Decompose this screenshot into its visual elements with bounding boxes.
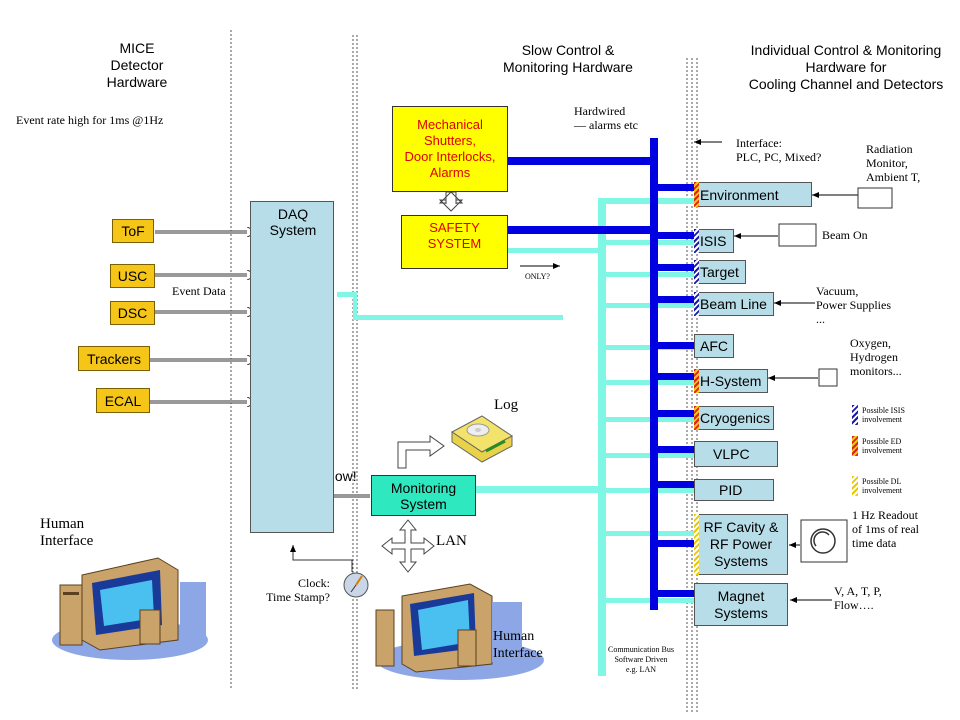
vatp-note: V, A, T, P, Flow….	[834, 584, 882, 612]
cyan-bus-horizontal	[357, 315, 563, 320]
subsystem-h-system-box: H-System	[694, 369, 768, 393]
subsystem-target-box: Target	[694, 260, 746, 284]
ed-hatch-h-system	[694, 369, 699, 393]
vacuum-note: Vacuum, Power Supplies ...	[816, 284, 891, 326]
lan-label: LAN	[436, 533, 467, 549]
radiation-note: Radiation Monitor, Ambient T,	[866, 142, 921, 184]
human-interface-left-label: Human Interface	[40, 516, 94, 549]
subsystem-magnet-box: Magnet Systems	[694, 583, 788, 626]
cyan-bus-monitoring-link	[476, 486, 598, 493]
subsystem-rf-cavity-box: RF Cavity & RF Power Systems	[694, 514, 788, 575]
detector-trackers-box: Trackers	[78, 346, 150, 371]
cyan-bus-vert-stub	[353, 292, 357, 320]
daq-system-box: DAQ System	[250, 201, 334, 533]
isis-hatch-isis	[694, 229, 699, 253]
legend-ed-label: Possible ED involvement	[862, 437, 902, 455]
log-label: Log	[494, 397, 519, 413]
cyan-bus-safety-link	[508, 248, 598, 253]
cyan-bus-vertical	[598, 198, 606, 676]
interface-note: Interface: PLC, PC, Mixed?	[736, 136, 822, 164]
subsystem-beam-line-box: Beam Line	[694, 292, 774, 316]
oxygen-monitor-box	[818, 368, 838, 387]
computer-icon-right	[375, 583, 544, 680]
detector-usc-box: USC	[110, 264, 155, 288]
human-interface-right-label: Human Interface	[493, 629, 543, 661]
ed-hatch-cryogenics	[694, 406, 699, 430]
blue-bus-mechanical-link	[507, 157, 650, 165]
legend-isis-swatch	[852, 405, 858, 425]
readout-note: 1 Hz Readout of 1ms of real time data	[852, 508, 919, 550]
legend-isis-label: Possible ISIS involvement	[862, 406, 905, 424]
cyan-bus-daq-link	[337, 292, 355, 297]
mechanical-shutters-box: Mechanical Shutters, Door Interlocks, Al…	[392, 106, 508, 192]
legend-ed-swatch	[852, 436, 858, 456]
detector-ecal-box: ECAL	[96, 388, 150, 413]
event-data-label: Event Data	[172, 284, 226, 298]
isis-hatch-beam-line	[694, 292, 699, 316]
daq-system-label: DAQ System	[269, 206, 317, 238]
safety-system-box: SAFETY SYSTEM	[401, 215, 508, 269]
subsystem-cryogenics-box: Cryogenics	[694, 406, 774, 430]
oxygen-note: Oxygen, Hydrogen monitors...	[850, 336, 902, 378]
isis-hatch-target	[694, 260, 699, 284]
hardwired-note: Hardwired — alarms etc	[574, 104, 638, 132]
subsystem-afc-box: AFC	[694, 334, 734, 358]
log-disk-icon	[451, 415, 513, 463]
radiation-monitor-box	[857, 187, 893, 209]
monitoring-system-box: Monitoring System	[371, 475, 476, 516]
clock-note: Clock: Time Stamp?	[266, 576, 330, 604]
beam-on-box	[778, 223, 817, 247]
subsystem-environment-box: Environment	[694, 182, 812, 207]
ed-hatch-environment	[694, 182, 699, 207]
detector-tof-box: ToF	[112, 219, 154, 243]
only-note: ONLY?	[525, 272, 550, 281]
legend-dl-label: Possible DL involvement	[862, 477, 902, 495]
legend-dl-swatch	[852, 476, 858, 496]
blue-bus-vertical	[650, 138, 658, 610]
computer-icon-left	[52, 557, 208, 660]
blue-bus-safety-link	[507, 226, 650, 234]
clock-icon	[343, 572, 369, 598]
subsystem-vlpc-box: VLPC	[694, 441, 778, 467]
comm-bus-note: Communication Bus Software Driven e.g. L…	[608, 645, 674, 674]
detector-dsc-box: DSC	[110, 301, 155, 325]
event-rate-note: Event rate high for 1ms @1Hz	[16, 113, 164, 127]
dl-hatch-rf-cavity	[694, 514, 699, 575]
subsystem-pid-box: PID	[694, 479, 774, 501]
header-slow-control: Slow Control & Monitoring Hardware	[503, 42, 633, 75]
double-arrow	[438, 191, 464, 212]
header-mice: MICE Detector Hardware	[106, 40, 168, 90]
beam-on-note: Beam On	[822, 228, 868, 242]
lan-arrow	[381, 519, 435, 573]
subsystem-isis-box: ISIS	[694, 229, 734, 253]
log-arrow	[397, 435, 445, 469]
header-individual-control: Individual Control & Monitoring Hardware…	[748, 42, 944, 92]
